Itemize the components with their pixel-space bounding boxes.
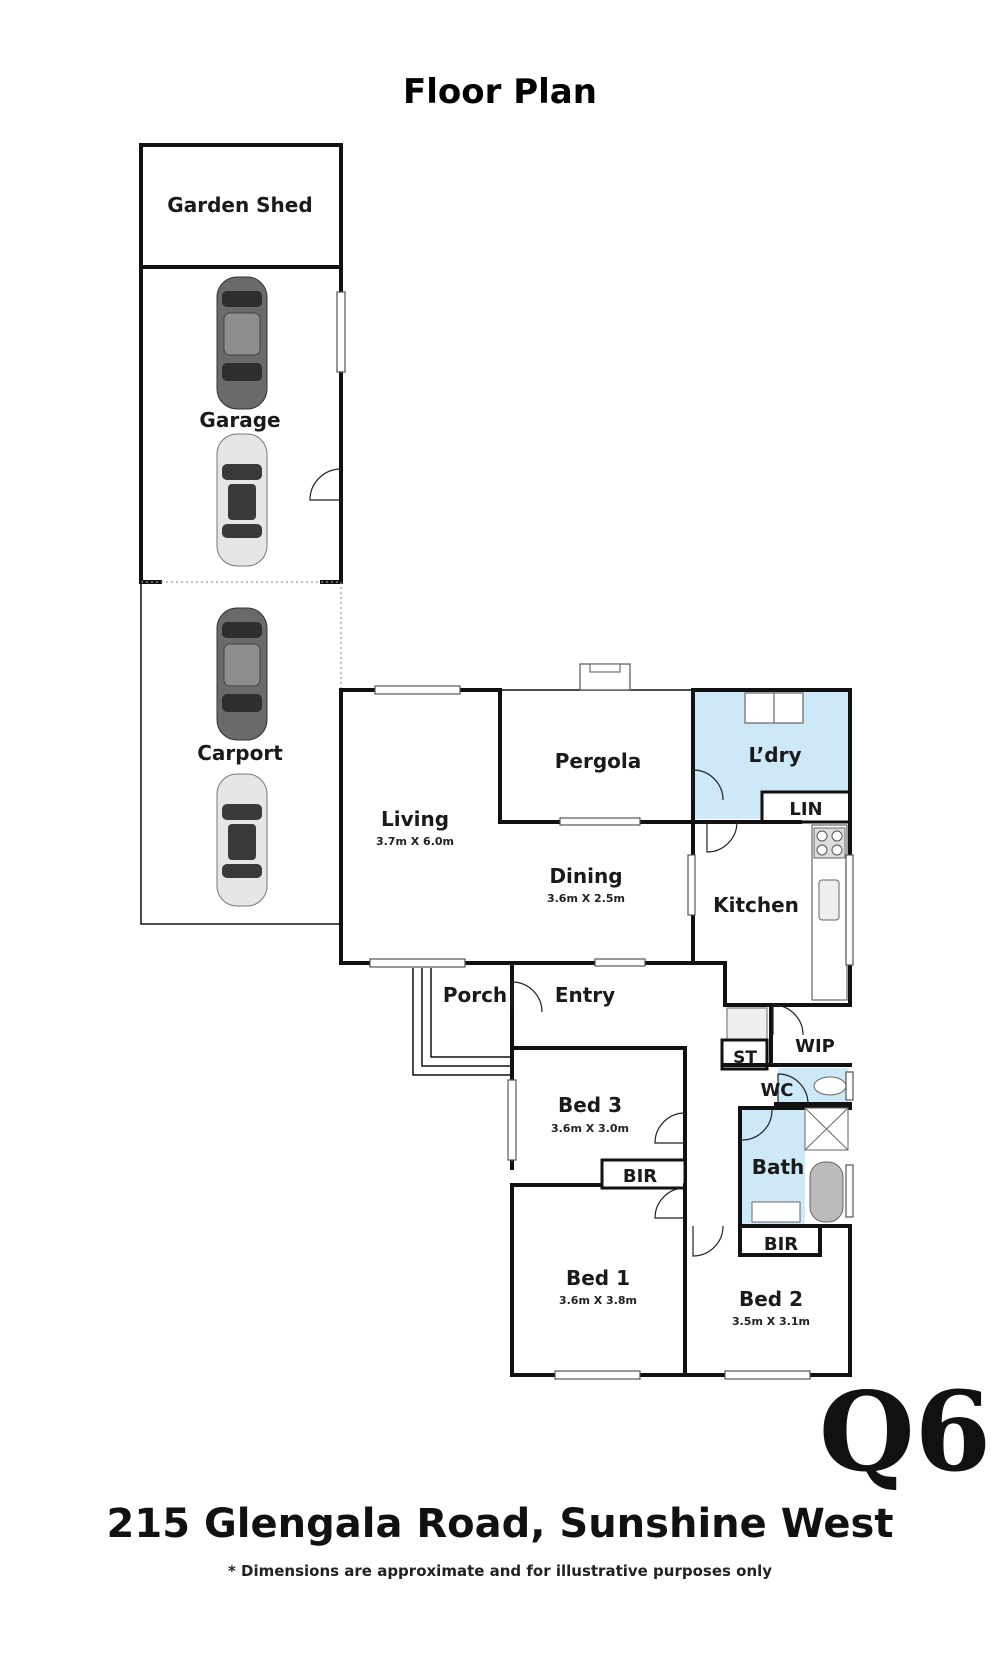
bed1-dims: 3.6m X 3.8m [559, 1294, 637, 1307]
living-window-bottom [369, 958, 466, 968]
car-icon [216, 276, 268, 410]
bed-2: BIR Bed 2 3.5m X 3.1m [683, 1224, 852, 1380]
bed3-dims: 3.6m X 3.0m [551, 1122, 629, 1135]
laundry-label: L’dry [749, 743, 802, 767]
bed2-bir-label: BIR [764, 1234, 798, 1255]
bed3-label: Bed 3 [558, 1093, 622, 1117]
bed2-dims: 3.5m X 3.1m [732, 1315, 810, 1328]
linen-cupboard: LIN [760, 790, 852, 824]
wc-door [777, 1073, 809, 1105]
bed1-window [554, 1370, 641, 1380]
porch-label: Porch [443, 983, 507, 1007]
dining-window-bottom [594, 958, 646, 967]
dining-dims: 3.6m X 2.5m [547, 892, 625, 905]
car-icon [216, 607, 268, 741]
kitchen-label: Kitchen [713, 893, 799, 917]
wc-label: WC [760, 1080, 793, 1101]
vanity-icon [751, 1201, 801, 1223]
bed2-label: Bed 2 [739, 1287, 803, 1311]
property-address: 215 Glengala Road, Sunshine West [107, 1501, 894, 1547]
bathtub-icon [809, 1161, 844, 1223]
garden-shed-label: Garden Shed [167, 193, 312, 217]
bed3-bir-label: BIR [623, 1166, 657, 1187]
toilet-icon [813, 1076, 847, 1096]
car-icon [216, 773, 268, 907]
garden-shed: Garden Shed [139, 143, 343, 269]
service-rooms: ST WIP WC Bath [720, 961, 854, 1228]
kitchen-window [687, 854, 696, 916]
bed1-door [654, 1187, 686, 1219]
bed-3: BIR Bed 3 3.6m X 3.0m [507, 1079, 687, 1190]
bed1-label: Bed 1 [566, 1266, 630, 1290]
carport-label: Carport [197, 741, 283, 765]
bed3-door [654, 1112, 686, 1144]
storage-fixture-icon [726, 1007, 768, 1040]
disclaimer: * Dimensions are approximate and for ill… [228, 1562, 772, 1580]
kitchen: Kitchen [687, 821, 854, 1001]
entry-label: Entry [555, 983, 615, 1007]
laundry-door [692, 769, 724, 801]
bed3-window [507, 1079, 517, 1161]
garage-side-door [309, 468, 342, 501]
wip-door [772, 1004, 804, 1036]
car-icon [216, 433, 268, 567]
front-door [511, 981, 543, 1013]
garage-window [336, 291, 346, 373]
living-label: Living [381, 807, 449, 831]
bath-label: Bath [752, 1155, 805, 1179]
bed2-window [724, 1370, 811, 1380]
page-title: Floor Plan [403, 72, 597, 112]
bath-door [741, 1109, 773, 1141]
dining-label: Dining [549, 864, 622, 888]
sliding-door [559, 817, 641, 826]
living-dims: 3.7m X 6.0m [376, 835, 454, 848]
sink-icon [818, 879, 840, 921]
linen-label: LIN [789, 799, 822, 820]
entry: Porch Entry [412, 961, 687, 1187]
kitchen-window-right [845, 854, 854, 966]
bed2-door [692, 1225, 724, 1257]
brand-logo: Q6 [819, 1367, 991, 1496]
carport: Carport [140, 581, 342, 925]
pergola-label: Pergola [555, 749, 642, 773]
pergola: Pergola [498, 663, 693, 824]
bed-1: Bed 1 3.6m X 3.8m [510, 1183, 687, 1380]
kitchen-door [706, 821, 738, 853]
garage-label: Garage [199, 408, 280, 432]
wip-label: WIP [795, 1036, 835, 1057]
living-window [374, 685, 461, 695]
